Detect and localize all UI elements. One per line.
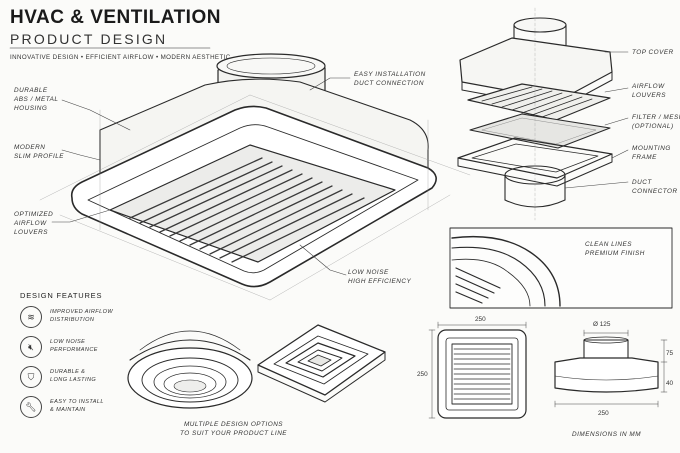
callout-line: ABS / METAL xyxy=(14,96,59,103)
feature-line: IMPROVED AIRFLOW xyxy=(50,309,114,315)
feature-item: 🔇︎ LOW NOISE PERFORMANCE xyxy=(20,336,180,358)
page-title: HVAC & VENTILATION xyxy=(10,7,221,28)
feature-line: LOW NOISE xyxy=(50,339,86,345)
side-view-drawing xyxy=(554,329,668,408)
label-line: CONNECTOR xyxy=(632,188,678,195)
front-view-drawing xyxy=(428,321,527,419)
label-line: AIRFLOW xyxy=(632,83,665,90)
label-airflow-louvers: AIRFLOW LOUVERS xyxy=(632,82,666,100)
feature-text: EASY TO INSTALL & MAINTAIN xyxy=(50,398,104,414)
label-top-cover: TOP COVER xyxy=(632,48,674,57)
callout-low-noise: LOW NOISE HIGH EFFICIENCY xyxy=(348,268,411,286)
detail-caption: CLEAN LINES PREMIUM FINISH xyxy=(585,240,645,258)
variant-square xyxy=(257,324,386,403)
wrench-icon: 🔧︎ xyxy=(20,396,42,418)
callout-optimized-louvers: OPTIMIZED AIRFLOW LOUVERS xyxy=(14,210,53,237)
callout-line: EASY INSTALLATION xyxy=(354,71,426,78)
callout-durable-housing: DURABLE ABS / METAL HOUSING xyxy=(14,86,58,113)
label-line: FILTER / MESH xyxy=(632,114,680,121)
dim-front-width: 250 xyxy=(475,316,486,323)
shield-check-icon: ⛉ xyxy=(20,366,42,388)
exploded-view xyxy=(457,7,629,221)
callout-line: LOW NOISE xyxy=(348,269,389,276)
caption-line: CLEAN LINES xyxy=(585,241,633,248)
label-line: (OPTIONAL) xyxy=(632,123,674,130)
label-line: MOUNTING xyxy=(632,145,671,152)
callout-modern-slim: MODERN SLIM PROFILE xyxy=(14,143,64,161)
feature-line: EASY TO INSTALL xyxy=(50,399,104,405)
detail-closeup xyxy=(449,227,673,309)
feature-line: LONG LASTING xyxy=(50,377,97,383)
label-line: TOP COVER xyxy=(632,49,674,56)
label-line: LOUVERS xyxy=(632,92,667,99)
callout-line: DUCT CONNECTION xyxy=(354,80,424,87)
dim-side-width: 250 xyxy=(598,410,609,417)
callout-leaders xyxy=(51,77,351,276)
airflow-icon: ≋ xyxy=(20,306,42,328)
feature-text: IMPROVED AIRFLOW DISTRIBUTION xyxy=(50,308,113,324)
caption-line: TO SUIT YOUR PRODUCT LINE xyxy=(180,430,288,437)
callout-line: OPTIMIZED xyxy=(14,211,54,218)
feature-line: PERFORMANCE xyxy=(50,347,98,353)
design-features-title: DESIGN FEATURES xyxy=(20,291,103,300)
callout-line: LOUVERS xyxy=(14,229,49,236)
variant-round xyxy=(127,330,253,409)
speaker-mute-icon: 🔇︎ xyxy=(20,336,42,358)
label-line: FRAME xyxy=(632,154,657,161)
feature-text: LOW NOISE PERFORMANCE xyxy=(50,338,98,354)
callout-line: HIGH EFFICIENCY xyxy=(348,278,412,285)
caption-line: PREMIUM FINISH xyxy=(585,250,645,257)
dim-front-height: 250 xyxy=(417,371,428,378)
callout-easy-installation: EASY INSTALLATION DUCT CONNECTION xyxy=(354,70,426,88)
feature-item: 🔧︎ EASY TO INSTALL & MAINTAIN xyxy=(20,396,180,418)
label-line: DUCT xyxy=(632,179,652,186)
dim-side-body-height: 40 xyxy=(666,380,674,387)
callout-line: SLIM PROFILE xyxy=(14,153,65,160)
feature-text: DURABLE & LONG LASTING xyxy=(50,368,96,384)
page-subtitle: PRODUCT DESIGN xyxy=(10,31,168,47)
label-mounting-frame: MOUNTING FRAME xyxy=(632,144,671,162)
page-tagline: INNOVATIVE DESIGN • EFFICIENT AIRFLOW • … xyxy=(10,54,231,61)
main-ventilation-unit xyxy=(39,53,471,301)
label-filter-mesh: FILTER / MESH (OPTIONAL) xyxy=(632,113,680,131)
callout-line: HOUSING xyxy=(14,105,48,112)
variants-caption: MULTIPLE DESIGN OPTIONS TO SUIT YOUR PRO… xyxy=(180,420,287,438)
caption-line: MULTIPLE DESIGN OPTIONS xyxy=(183,421,284,428)
dimensions-caption: DIMENSIONS IN MM xyxy=(572,431,642,438)
feature-item: ⛉ DURABLE & LONG LASTING xyxy=(20,366,180,388)
feature-item: ≋ IMPROVED AIRFLOW DISTRIBUTION xyxy=(20,306,180,328)
callout-line: AIRFLOW xyxy=(14,220,47,227)
dim-duct-diameter: Ø 125 xyxy=(593,321,611,328)
label-duct-connector: DUCT CONNECTOR xyxy=(632,178,678,196)
dim-side-total-height: 75 xyxy=(666,350,674,357)
feature-line: DURABLE & xyxy=(50,369,86,375)
feature-line: & MAINTAIN xyxy=(50,407,86,413)
callout-line: DURABLE xyxy=(14,87,48,94)
callout-line: MODERN xyxy=(14,144,46,151)
feature-line: DISTRIBUTION xyxy=(50,317,95,323)
